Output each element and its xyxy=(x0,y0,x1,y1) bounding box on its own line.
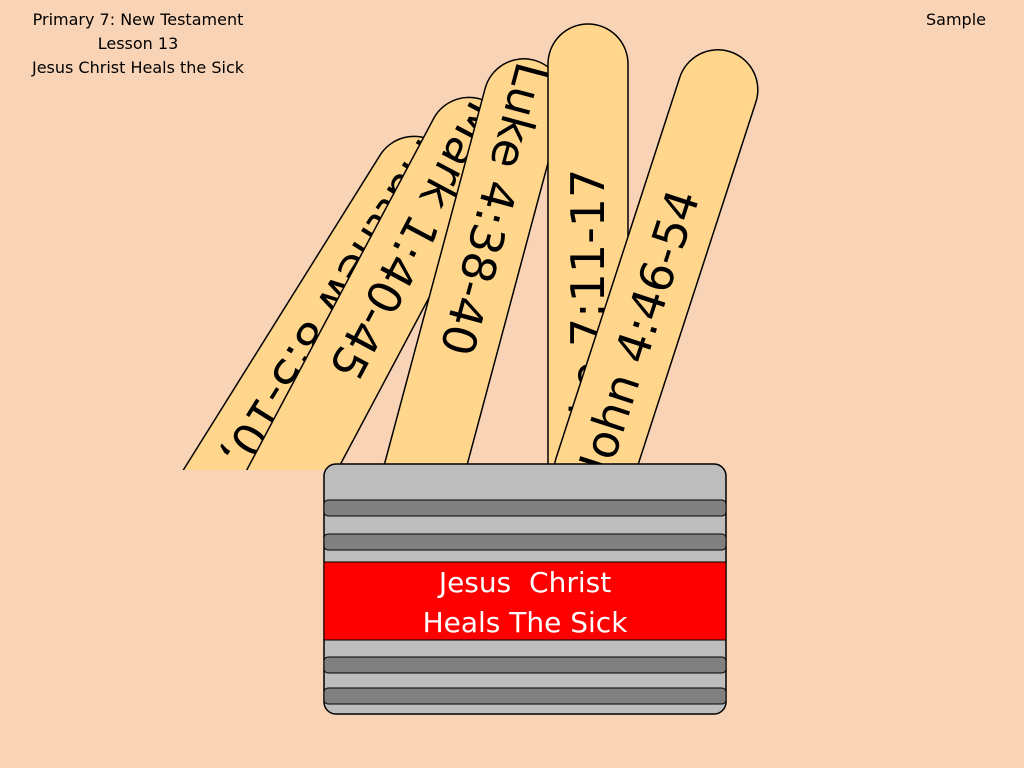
can-band xyxy=(323,687,727,705)
can-band xyxy=(323,656,727,674)
lesson-header: Primary 7: New Testament Lesson 13 Jesus… xyxy=(18,8,258,80)
can-label-banner xyxy=(323,561,727,641)
can-band xyxy=(323,533,727,551)
header-lesson-number: Lesson 13 xyxy=(97,34,179,53)
can: Jesus Christ Heals The Sick xyxy=(323,463,727,715)
sample-label: Sample xyxy=(926,10,986,29)
header-lesson-title: Jesus Christ Heals the Sick xyxy=(31,58,245,77)
header-course: Primary 7: New Testament xyxy=(32,10,244,29)
stick-shape xyxy=(553,49,759,470)
can-band xyxy=(323,499,727,517)
banner-line-2: Heals The Sick xyxy=(423,606,629,639)
stick-shape xyxy=(379,58,565,470)
banner-line-1: Jesus Christ xyxy=(437,566,611,599)
